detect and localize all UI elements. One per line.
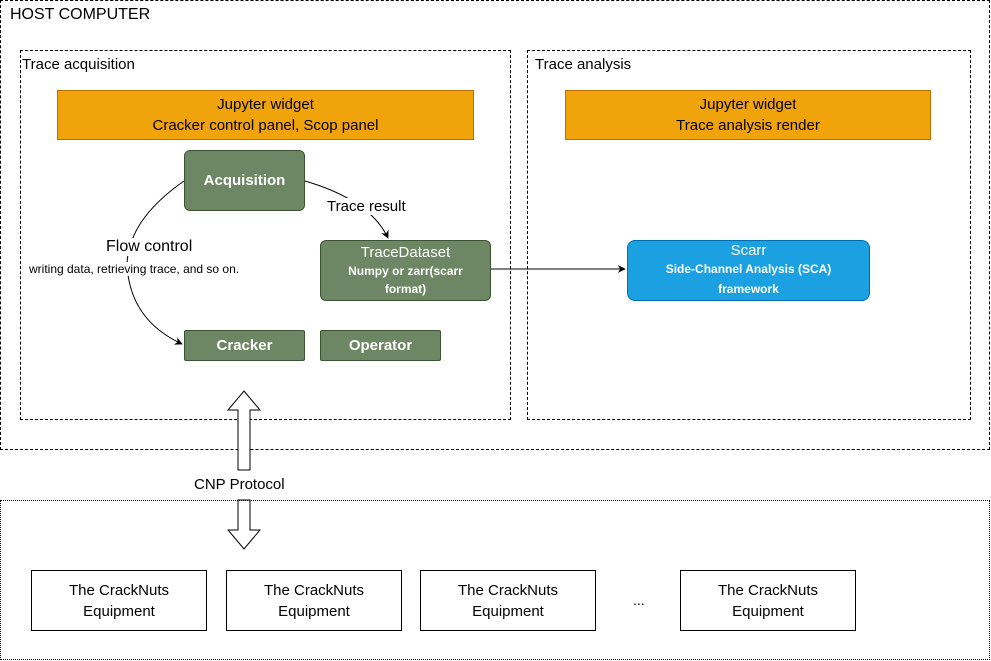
acquisition-box: Acquisition xyxy=(184,150,305,211)
flow-control-label: Flow control xyxy=(106,238,193,256)
trace-dataset-line1: Numpy or zarr(scarr xyxy=(348,264,463,278)
equipment-line1: The CrackNuts xyxy=(263,581,365,599)
protocol-arrow-up xyxy=(226,390,262,471)
acquisition-widget-line2: Cracker control panel, Scop panel xyxy=(152,117,379,134)
equipment-line1: The CrackNuts xyxy=(457,581,559,599)
host-computer-title: HOST COMPUTER xyxy=(10,6,151,23)
protocol-arrow-down xyxy=(226,499,262,550)
equipment-ellipsis: ... xyxy=(633,592,645,608)
equipment-line1: The CrackNuts xyxy=(68,581,170,599)
equipment-box: The CrackNuts Equipment xyxy=(226,570,402,631)
equipment-box: The CrackNuts Equipment xyxy=(420,570,596,631)
cnp-protocol-label: CNP Protocol xyxy=(194,476,285,493)
trace-analysis-title: Trace analysis xyxy=(535,56,632,73)
equipment-line2: Equipment xyxy=(83,602,155,620)
scarr-line1: Side-Channel Analysis (SCA) xyxy=(665,262,832,276)
trace-analysis-container xyxy=(527,50,971,420)
operator-box: Operator xyxy=(320,330,441,361)
equipment-line2: Equipment xyxy=(278,602,350,620)
trace-dataset-line2: format) xyxy=(384,282,427,296)
acquisition-jupyter-widget: Jupyter widget Cracker control panel, Sc… xyxy=(57,90,474,140)
analysis-jupyter-widget: Jupyter widget Trace analysis render xyxy=(565,90,931,140)
equipment-box: The CrackNuts Equipment xyxy=(680,570,856,631)
operator-label: Operator xyxy=(348,337,413,354)
host-computer-container xyxy=(0,0,990,450)
equipment-line1: The CrackNuts xyxy=(717,581,819,599)
analysis-widget-line1: Jupyter widget xyxy=(699,96,797,113)
trace-result-label: Trace result xyxy=(327,198,406,215)
scarr-box: Scarr Side-Channel Analysis (SCA) framew… xyxy=(627,240,870,301)
cracker-label: Cracker xyxy=(216,337,273,354)
scarr-title: Scarr xyxy=(730,242,767,259)
scarr-line2: framework xyxy=(718,282,779,296)
analysis-widget-line2: Trace analysis render xyxy=(676,117,820,134)
equipment-container xyxy=(0,500,990,660)
flow-control-detail: writing data, retrieving trace, and so o… xyxy=(29,262,240,276)
trace-acquisition-title: Trace acquisition xyxy=(22,56,135,73)
equipment-line2: Equipment xyxy=(472,602,544,620)
equipment-line2: Equipment xyxy=(732,602,804,620)
cracker-box: Cracker xyxy=(184,330,305,361)
trace-acquisition-container xyxy=(20,50,511,420)
acquisition-label: Acquisition xyxy=(203,172,286,189)
trace-dataset-title: TraceDataset xyxy=(360,244,451,261)
equipment-box: The CrackNuts Equipment xyxy=(31,570,207,631)
trace-dataset-box: TraceDataset Numpy or zarr(scarr format) xyxy=(320,240,491,301)
acquisition-widget-line1: Jupyter widget xyxy=(217,96,314,113)
